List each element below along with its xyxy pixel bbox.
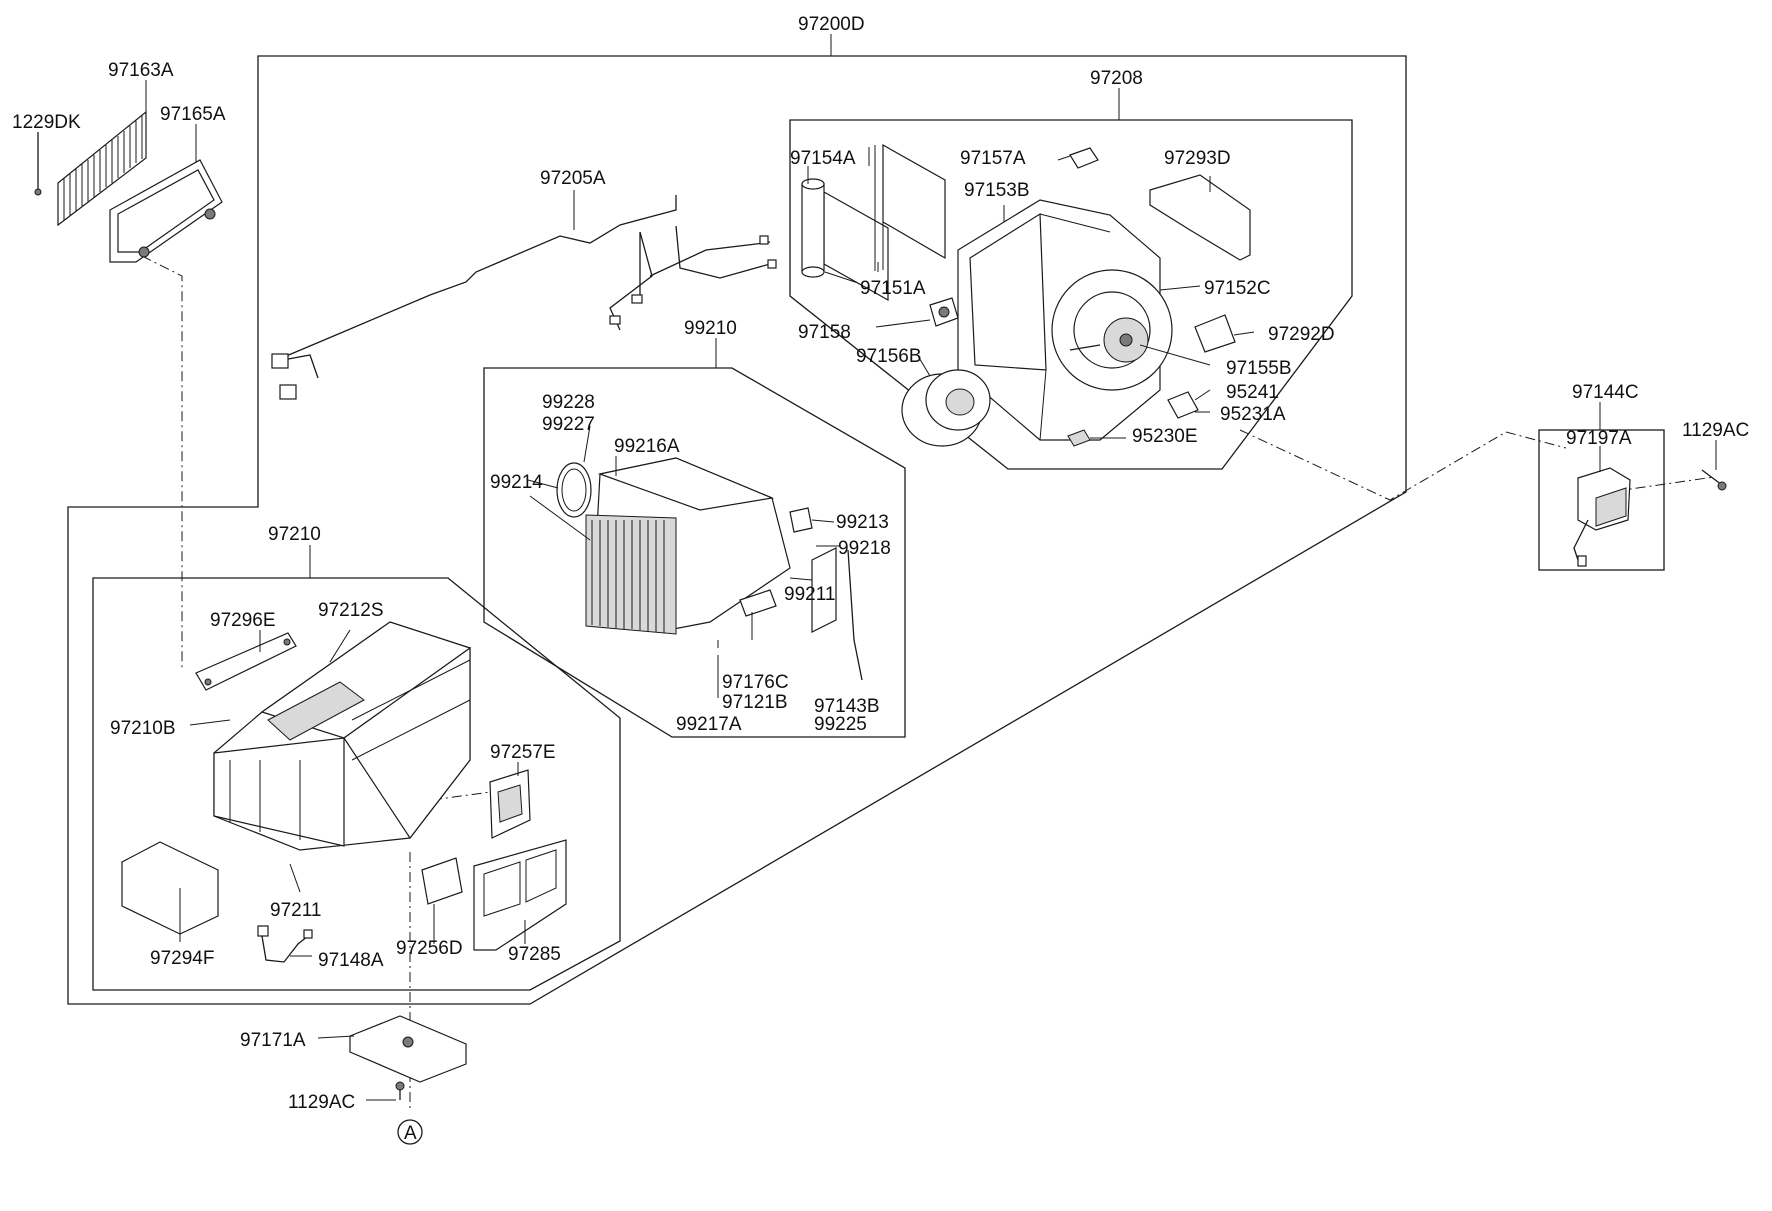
- outline-97144C: [1538, 429, 1665, 571]
- label-97143B: 97143B: [814, 696, 880, 717]
- outline-97210: [92, 577, 621, 991]
- label-95230E: 95230E: [1132, 426, 1198, 447]
- blower-parts-97208: [801, 143, 1251, 447]
- label-97163A: 97163A: [108, 60, 174, 81]
- label-97210: 97210: [268, 524, 321, 545]
- label-97256D: 97256D: [396, 938, 463, 959]
- label-1229DK: 1229DK: [12, 112, 81, 133]
- label-99216A: 99216A: [614, 436, 680, 457]
- label-99225: 99225: [814, 714, 867, 735]
- label-1129AC-right: 1129AC: [1682, 420, 1749, 441]
- label-97156B: 97156B: [856, 346, 922, 367]
- relay-97197A: [1573, 467, 1631, 567]
- label-97151A: 97151A: [860, 278, 926, 299]
- label-1129AC-bottom: 1129AC: [288, 1092, 355, 1113]
- label-97158: 97158: [798, 322, 851, 343]
- label-97121B: 97121B: [722, 692, 788, 713]
- outline-99210: [483, 367, 906, 738]
- label-97257E: 97257E: [490, 742, 556, 763]
- label-97197A: 97197A: [1566, 428, 1632, 449]
- label-99227: 99227: [542, 414, 595, 435]
- reference-circle-A: [397, 1119, 423, 1145]
- o-ring-99214: [556, 462, 592, 518]
- screw-1129AC-right: [1701, 469, 1727, 491]
- heater-parts-97210: [121, 621, 567, 1145]
- label-97285: 97285: [508, 944, 561, 965]
- label-97296E: 97296E: [210, 610, 276, 631]
- wire-harness-97205A: [271, 195, 777, 400]
- label-97165A: 97165A: [160, 104, 226, 125]
- label-97294F: 97294F: [150, 948, 214, 969]
- label-99218: 99218: [838, 538, 891, 559]
- label-97144C: 97144C: [1572, 382, 1639, 403]
- evaporator-parts-99210: [556, 457, 863, 681]
- connector-blower-to-relay: [1239, 429, 1567, 501]
- label-97148A: 97148A: [318, 950, 384, 971]
- label-97208: 97208: [1090, 68, 1143, 89]
- label-97211: 97211: [270, 900, 321, 921]
- label-99217A: 99217A: [676, 714, 742, 735]
- leaders-97208: [807, 147, 1255, 439]
- leaders-97210: [179, 629, 526, 1101]
- label-97155B: 97155B: [1226, 358, 1292, 379]
- label-95231A: 95231A: [1220, 404, 1286, 425]
- leaders-99210: [527, 425, 840, 698]
- label-97292D: 97292D: [1268, 324, 1335, 345]
- label-97171A: 97171A: [240, 1030, 306, 1051]
- label-99210: 99210: [684, 318, 737, 339]
- label-97205A: 97205A: [540, 168, 606, 189]
- labels: 97200D 97163A 1229DK 97165A 97205A 97208…: [12, 14, 1749, 1144]
- label-97212S: 97212S: [318, 600, 384, 621]
- label-99213: 99213: [836, 512, 889, 533]
- outline-97208: [789, 119, 1353, 470]
- cabin-filter-97163A: [57, 110, 147, 227]
- label-99214: 99214: [490, 472, 543, 493]
- label-A: A: [404, 1123, 417, 1144]
- label-97293D: 97293D: [1164, 148, 1231, 169]
- screw-1229DK-head: [34, 188, 42, 196]
- outline-97200D: [67, 55, 1407, 1005]
- connector-filter-to-bracket: [141, 255, 183, 668]
- label-99228: 99228: [542, 392, 595, 413]
- label-97200D: 97200D: [798, 14, 865, 35]
- label-99211: 99211: [784, 584, 835, 605]
- label-95241: 95241: [1226, 382, 1279, 403]
- label-97157A: 97157A: [960, 148, 1026, 169]
- label-97152C: 97152C: [1204, 278, 1271, 299]
- label-97153B: 97153B: [964, 180, 1030, 201]
- label-97176C: 97176C: [722, 672, 789, 693]
- label-97210B: 97210B: [110, 718, 176, 739]
- label-97154A: 97154A: [790, 148, 856, 169]
- filter-cover-97165A: [109, 159, 223, 263]
